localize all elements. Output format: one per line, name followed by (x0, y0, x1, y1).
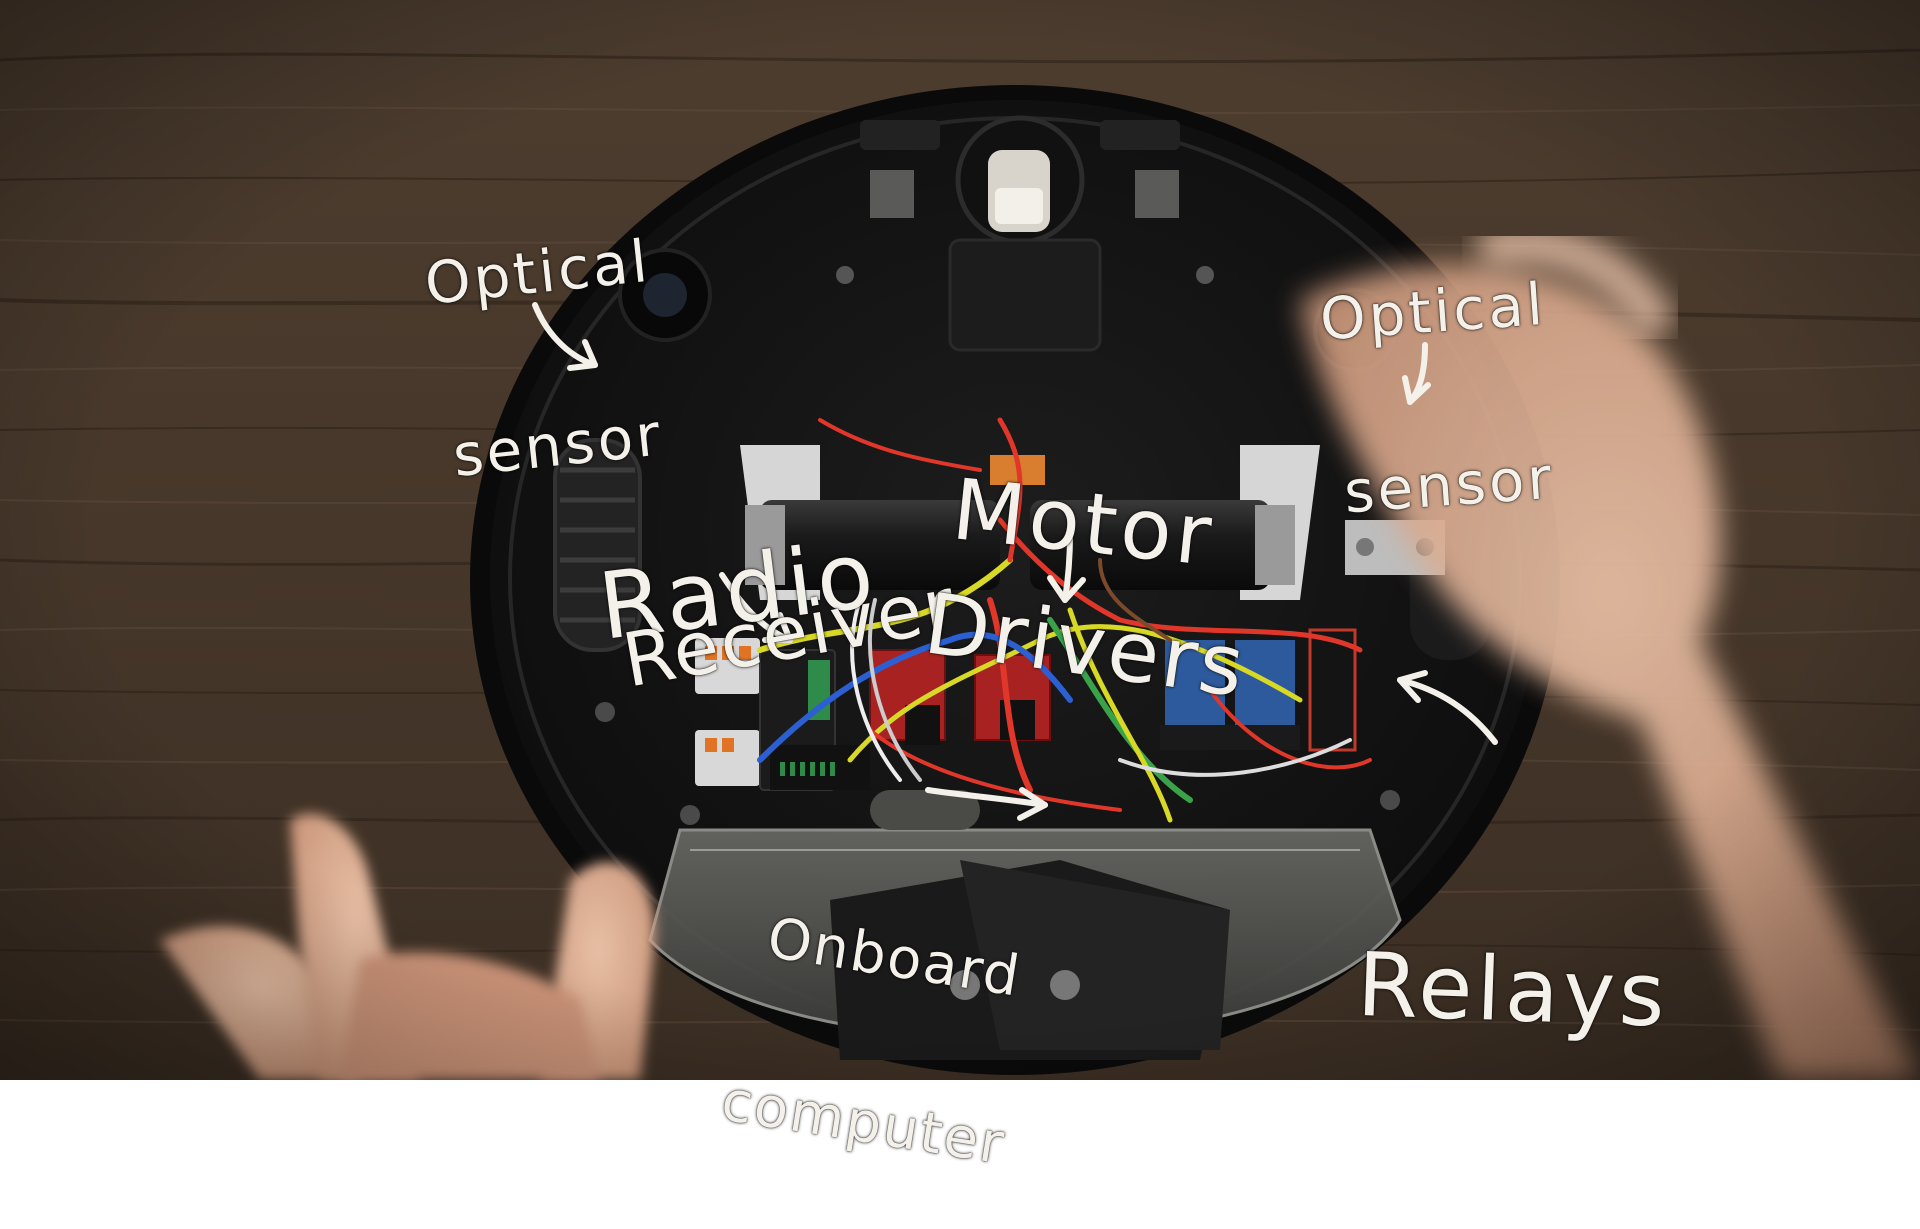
arrow-radio-receiver (719, 572, 793, 643)
arrow-relays (1397, 670, 1498, 745)
arrow-optical-sensor-left (532, 302, 598, 371)
robot-vacuum-photo (0, 0, 1920, 1080)
label-drivers: Drivers (908, 415, 1275, 793)
label-line: Optical (421, 226, 654, 319)
annotation-arrows (532, 302, 1498, 821)
vignette (0, 0, 1920, 1080)
label-line: Receiver (616, 561, 963, 705)
label-line: sensor (1341, 443, 1557, 527)
label-line: Drivers (918, 574, 1253, 717)
arrow-onboard-computer (925, 787, 1048, 821)
label-line: Optical (1317, 269, 1548, 354)
label-optical-sensor-right: Optical sensor (1310, 159, 1564, 580)
arrow-optical-sensor-right (1402, 342, 1431, 405)
label-relays: Relays (1353, 765, 1677, 1128)
label-line: Relays (1355, 932, 1671, 1047)
label-line: computer (717, 1068, 1010, 1178)
arrow-motor-drivers (1047, 532, 1086, 603)
label-line: Onboard (763, 905, 1026, 1010)
